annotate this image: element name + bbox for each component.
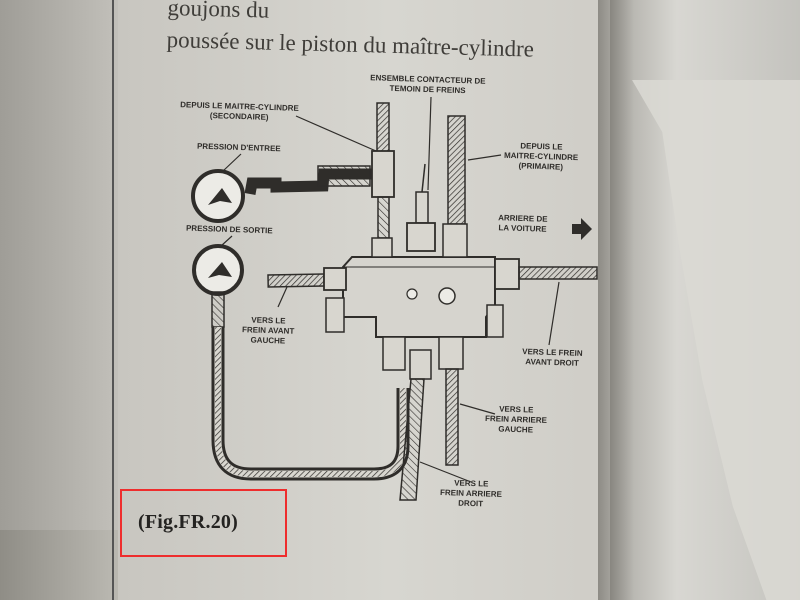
right-rear-brake-line (399, 378, 425, 501)
label-left-front-brake: VERS LE FREIN AVANT GAUCHE (241, 315, 295, 346)
right-front-brake-line (518, 266, 598, 280)
page-fold-shadow (598, 0, 634, 600)
label-master-primary: DEPUIS LE MAITRE-CYLINDRE (PRIMAIRE) (503, 141, 579, 172)
switch-assembly (415, 191, 429, 224)
secondary-master-tube (376, 102, 390, 159)
page-border (112, 0, 610, 600)
primary-master-tube (447, 115, 466, 225)
port-hole-2 (438, 287, 456, 305)
figure-caption-highlight (120, 489, 287, 557)
figure-caption: (Fig.FR.20) (138, 511, 238, 533)
label-master-secondary: DEPUIS LE MAITRE-CYLINDRE (SECONDAIRE) (180, 100, 299, 122)
label-switch-assembly: ENSEMBLE CONTACTEUR DE TEMOIN DE FREINS (370, 73, 486, 96)
rear-direction-arrow-icon (572, 218, 592, 240)
left-front-brake-line (267, 273, 325, 288)
label-vehicle-rear: ARRIERE DE LA VOITURE (498, 213, 548, 234)
valve-block (342, 256, 496, 338)
outlet-gauge-hose (211, 327, 410, 481)
label-right-front-brake: VERS LE FREIN AVANT DROIT (522, 347, 583, 368)
label-left-rear-brake: VERS LE FREIN ARRIERE GAUCHE (484, 404, 548, 435)
port-hole-1 (406, 288, 418, 300)
left-rear-brake-line (445, 368, 459, 466)
label-right-rear-brake: VERS LE FREIN ARRIERE DROIT (439, 478, 503, 509)
